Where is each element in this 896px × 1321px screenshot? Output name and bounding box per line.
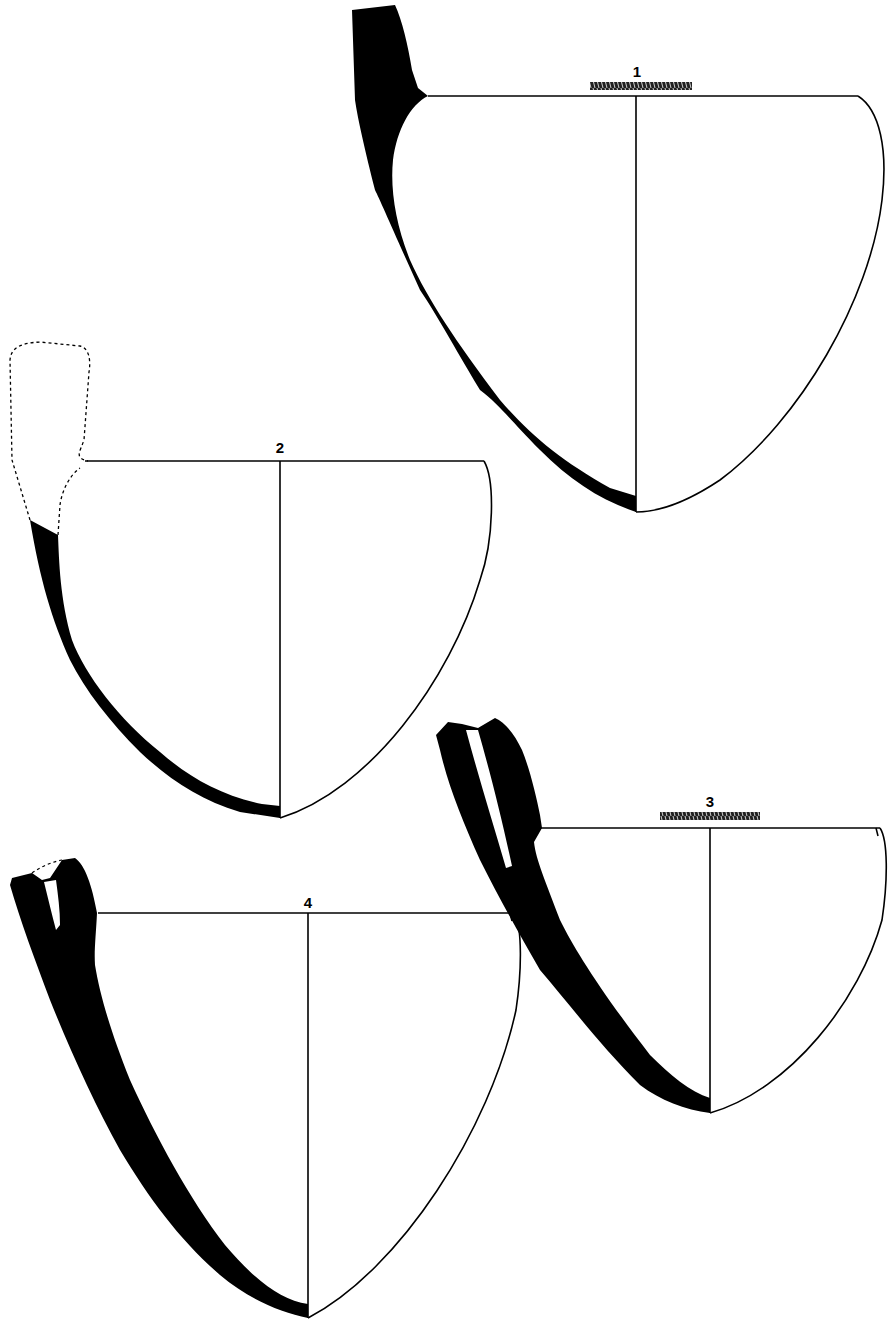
callout-number: 1 (633, 64, 641, 79)
decoration-band (590, 82, 692, 90)
vessel-profile (10, 342, 491, 818)
callout-number: 4 (304, 895, 312, 910)
vessel-profile (10, 858, 520, 1318)
callout-number: 3 (706, 794, 714, 809)
decoration-band (660, 812, 760, 820)
callout-number: 2 (276, 440, 284, 455)
vessel-profile (352, 5, 884, 512)
